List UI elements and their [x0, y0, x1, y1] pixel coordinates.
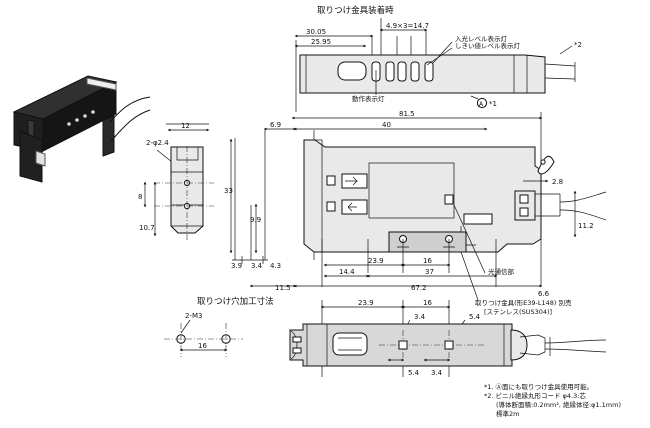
- threshold-level-indicator-label: しきい値レベル表示灯: [455, 41, 521, 50]
- sensor-3d-illustration: [12, 75, 151, 183]
- dimension-40: 40: [382, 121, 391, 129]
- dimension-3-4: 3.4: [251, 262, 263, 270]
- dimension-4-9x3: 4.9×3=14.7: [386, 22, 429, 30]
- dimension-3-9: 3.9: [231, 262, 242, 270]
- dimension-11-2: 11.2: [578, 222, 594, 230]
- note-3: (導体断面積:0.2mm², 絶縁体径:φ1.1mm): [496, 400, 621, 409]
- optical-port-label: 光通信部: [488, 267, 515, 276]
- dimension-2-8: 2.8: [552, 178, 563, 186]
- face-a-symbol: A: [479, 101, 484, 108]
- footnotes: *1. Ⓐ面にも取りつけ金具使用可能。 *2. ビニル絶縁丸形コード φ4.3:…: [484, 382, 621, 418]
- note-4: 標準2m: [496, 409, 519, 418]
- note-2: *2. ビニル絶縁丸形コード φ4.3:芯: [484, 391, 586, 400]
- main-side-view: 81.5 6.9 40 2.8 11.2 6.6: [224, 110, 607, 316]
- dimension-6-9: 6.9: [270, 121, 281, 129]
- dimension-33: 33: [224, 187, 233, 195]
- dimension-30-05: 30.05: [306, 28, 326, 36]
- bottom-view: 23.9 16 3.4 5.4 5.4 3.4: [289, 299, 607, 377]
- operation-indicator-label: 動作表示灯: [352, 94, 385, 103]
- dimension-16-bottom: 16: [423, 299, 432, 307]
- dimension-4-3: 4.3: [270, 262, 281, 270]
- note-1: *1. Ⓐ面にも取りつけ金具使用可能。: [484, 382, 593, 391]
- bracket-top-title: 取りつけ金具装着時: [317, 5, 394, 16]
- dimension-67-2: 67.2: [411, 284, 427, 292]
- left-end-view: 12 2-φ2.4 8 10.7: [138, 122, 214, 240]
- dimension-5-4-top: 5.4: [469, 313, 481, 321]
- dimension-6-6: 6.6: [538, 290, 550, 298]
- dimension-37: 37: [425, 268, 434, 276]
- top-bracket-view: 30.05 25.95 4.9×3=14.7 入光レベル表示灯 しきい値レベル表…: [294, 18, 582, 112]
- note-star-2-callout: *2: [574, 41, 582, 49]
- mounting-hole-title: 取りつけ穴加工寸法: [197, 296, 274, 307]
- dimension-8: 8: [138, 193, 142, 201]
- dimension-5-4-bottom: 5.4: [408, 369, 420, 377]
- dimension-2-m3: 2-M3: [185, 312, 202, 320]
- dimension-9-9: 9.9: [250, 216, 261, 224]
- mounting-hole-view: 2-M3 16: [164, 312, 243, 357]
- bracket-sold-separately-label: 取りつけ金具(形E39-L148) 別売: [475, 298, 572, 307]
- dimension-3-4-bottom: 3.4: [431, 369, 443, 377]
- dimension-16-hole: 16: [198, 342, 207, 350]
- dimension-10-7: 10.7: [139, 224, 155, 232]
- dimension-3-4-bottom-top: 3.4: [414, 313, 426, 321]
- dimension-14-4: 14.4: [339, 268, 355, 276]
- dimension-81-5: 81.5: [399, 110, 415, 118]
- stainless-material-label: [ステンレス(SUS304)]: [484, 308, 552, 316]
- dimension-2-phi2-4: 2-φ2.4: [146, 139, 169, 147]
- dimension-11-5: 11.5: [275, 284, 291, 292]
- incident-level-indicator-label: 入光レベル表示灯: [455, 34, 508, 43]
- dimension-23-9: 23.9: [368, 257, 384, 265]
- dimension-16: 16: [423, 257, 432, 265]
- dimension-23-9-bottom: 23.9: [358, 299, 374, 307]
- face-a-note-callout: *1: [489, 100, 497, 108]
- dimension-12: 12: [181, 122, 190, 130]
- dimension-25-95: 25.95: [311, 38, 331, 46]
